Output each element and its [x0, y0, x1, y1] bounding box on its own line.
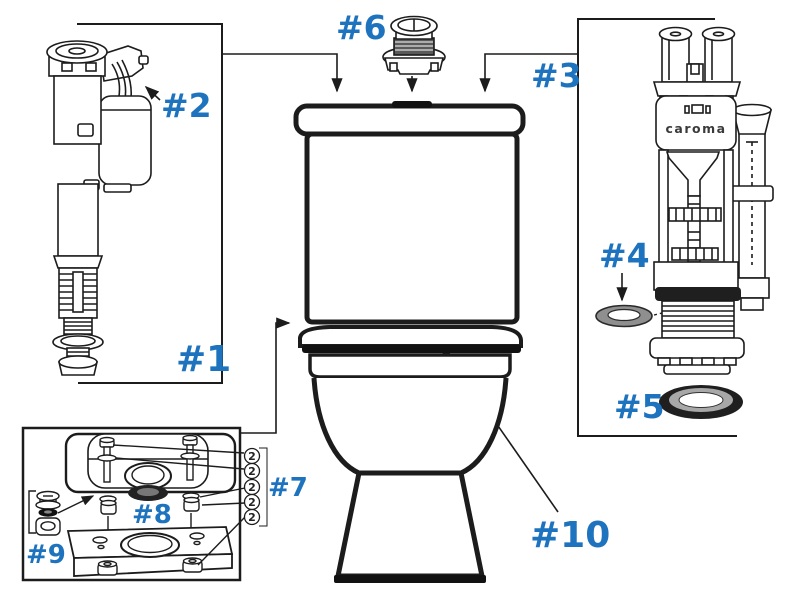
bolt-kit-leader-arrow [240, 317, 291, 434]
flush-valve-leader-arrow [479, 53, 578, 93]
qty-leader-3 [199, 487, 246, 498]
fill-valve-leader-arrow [222, 53, 343, 93]
quantity-badge-value: 2 [248, 511, 256, 524]
part-label-10: #10 [530, 515, 610, 556]
flush-valve-callout-frame [577, 18, 737, 437]
washer-nut-left [99, 495, 117, 515]
callout-lines [77, 18, 737, 513]
pedestal-base [334, 575, 486, 583]
part-labels: #1 #2 #3 #4 #5 #6 #7 #8 #9 #10 [26, 8, 665, 570]
gear-band-lower [671, 247, 719, 261]
quantity-badge-value: 2 [248, 496, 256, 509]
part-label-4: #4 [599, 236, 650, 275]
quantity-badges: 2 2 2 2 2 [243, 447, 268, 527]
qty-leader-4 [201, 502, 246, 506]
qty-leader-1 [112, 444, 245, 454]
badges-bracket [259, 447, 268, 527]
plate-nut-right [182, 557, 203, 573]
base-dark-band [655, 287, 741, 301]
tube-clamp [730, 185, 774, 202]
part-label-1: #1 [176, 339, 231, 380]
bowl-rim [308, 353, 512, 379]
lock-ring [649, 337, 745, 359]
flush-valve-washer [595, 304, 663, 328]
fill-valve-top-arrow [144, 85, 161, 101]
bolt-kit-box [21, 426, 247, 582]
part-label-7: #7 [268, 473, 308, 503]
valve-shaft [57, 183, 99, 257]
button-tower-left [661, 35, 690, 83]
pedestal [334, 470, 486, 579]
tank-bolt-right [180, 434, 200, 481]
valve-shoulder [652, 81, 742, 97]
button-tower-right [704, 35, 733, 83]
part-label-3: #3 [531, 56, 582, 95]
frame-post-left [658, 149, 669, 265]
quantity-badge [243, 462, 261, 480]
fill-valve-assembly [46, 40, 152, 376]
flush-valve-assembly: caroma [649, 26, 774, 375]
qty-leader-2 [115, 457, 245, 470]
tank-base-slab [298, 325, 523, 348]
part-label-6: #6 [336, 8, 387, 47]
quantity-badge-value: 2 [248, 481, 256, 494]
tank-to-bowl-seal [659, 385, 743, 419]
part-label-9: #9 [26, 540, 66, 570]
plate-nut-left [97, 560, 118, 576]
flush-button [382, 15, 446, 75]
flush-funnel [665, 151, 721, 197]
valve-head-housing [99, 45, 144, 82]
washer-nut-right [182, 492, 200, 512]
toilet [293, 101, 526, 583]
toilet-tank-lid [293, 103, 526, 137]
overflow-tube [738, 132, 766, 279]
washer-dashed-connector [653, 312, 663, 316]
valve-shank-threads [661, 300, 735, 339]
quantity-badge [243, 508, 261, 526]
bolt-cap-washer-nut-stack [35, 490, 61, 536]
part-label-5: #5 [614, 387, 665, 426]
caroma-logo-text: caroma [665, 121, 726, 136]
quantity-badge-value: 2 [248, 450, 256, 463]
stack-bracket [28, 490, 36, 534]
fill-valve-callout-frame [77, 23, 223, 384]
part-label-8: #8 [132, 500, 172, 530]
valve-base [653, 261, 739, 291]
part-label-2: #2 [161, 86, 212, 125]
toilet-tank [304, 131, 520, 325]
qty-leader-5 [197, 515, 247, 566]
lid-button-hole [392, 101, 432, 108]
stack-arrow [57, 495, 95, 514]
tank-base-shadow-band [302, 345, 521, 353]
valve-upper-body [655, 95, 737, 151]
quantity-badge-value: 2 [248, 465, 256, 478]
frame-post-right [723, 149, 734, 265]
bowl [311, 377, 509, 476]
